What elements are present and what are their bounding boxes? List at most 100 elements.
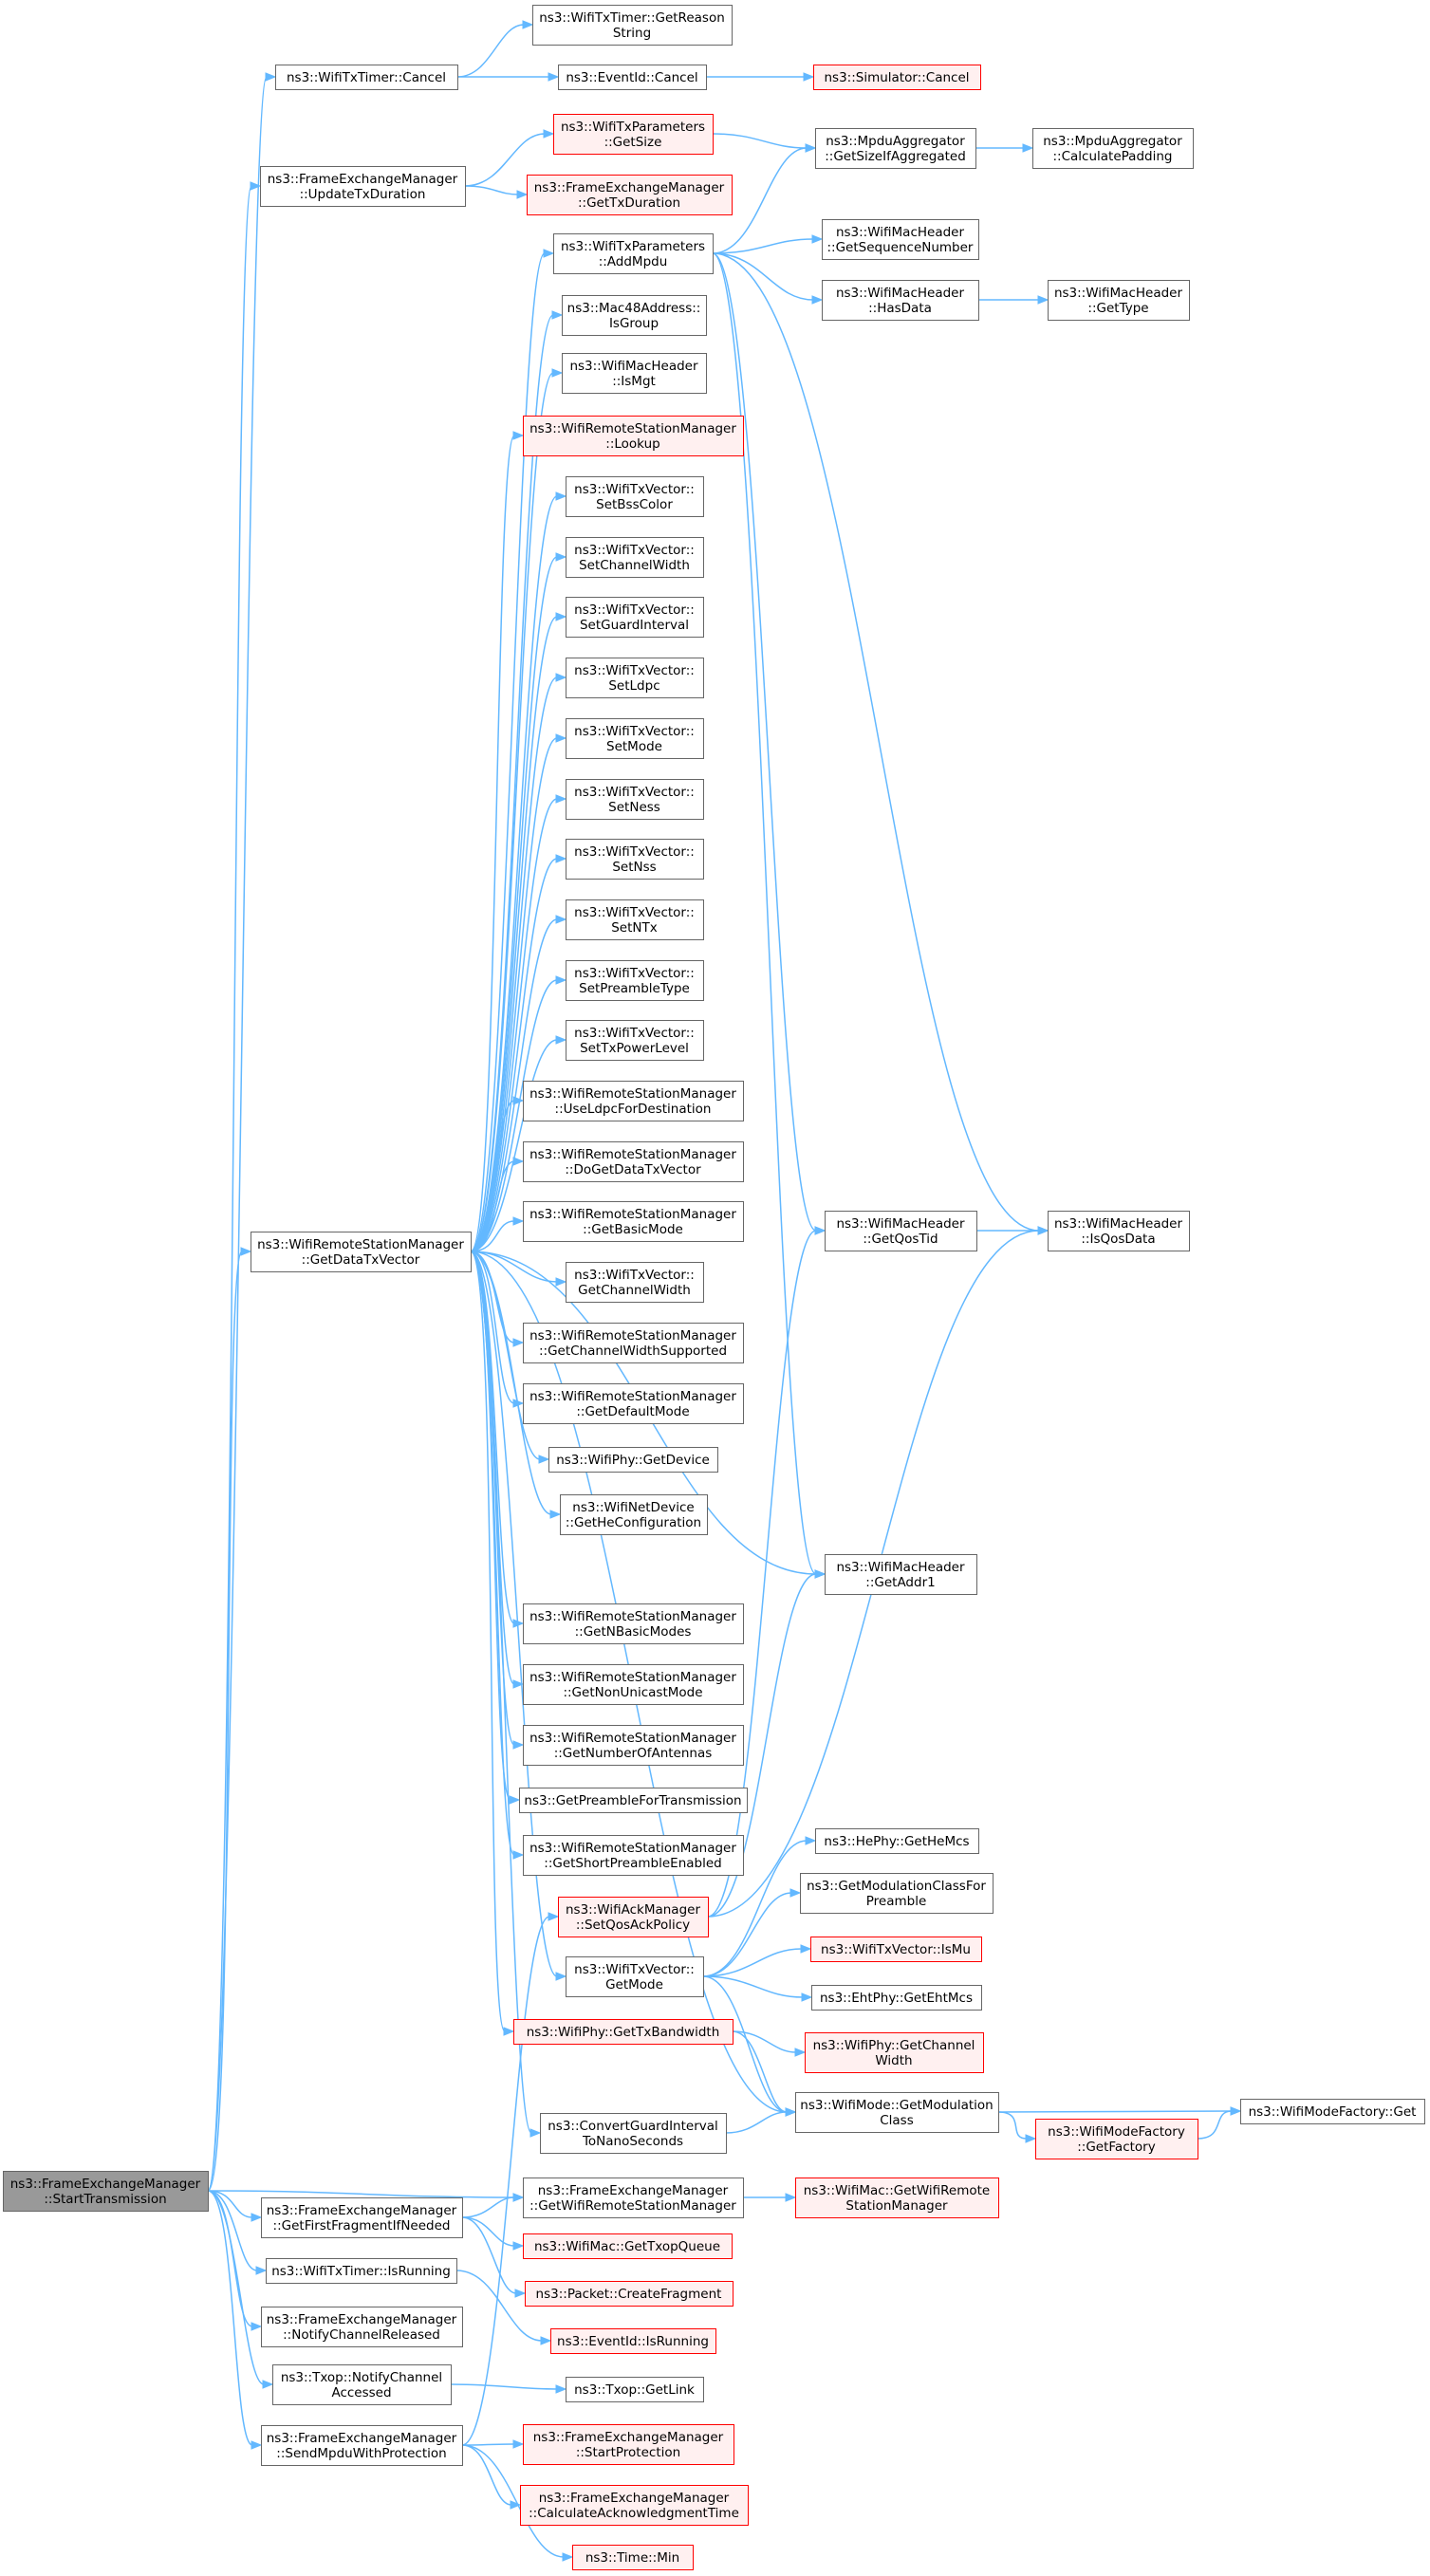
arrowhead-getDataTxVector-to-setNTx — [555, 915, 567, 924]
edge-txVectorGetMode-to-isMu — [702, 1948, 803, 1977]
node-getNBasicModes[interactable]: ns3::WifiRemoteStationManager::GetNBasic… — [523, 1603, 744, 1644]
node-getFactory[interactable]: ns3::WifiModeFactory::GetFactory — [1035, 2119, 1198, 2159]
node-getDefaultMode[interactable]: ns3::WifiRemoteStationManager::GetDefaul… — [523, 1383, 744, 1424]
node-setQosAckPolicy[interactable]: ns3::WifiAckManager::SetQosAckPolicy — [558, 1897, 709, 1937]
node-phyGetChannelWidth[interactable]: ns3::WifiPhy::GetChannelWidth — [805, 2032, 984, 2073]
node-getFirstFragment[interactable]: ns3::FrameExchangeManager::GetFirstFragm… — [261, 2197, 463, 2238]
node-setGuardInterval[interactable]: ns3::WifiTxVector::SetGuardInterval — [566, 597, 704, 638]
node-macGetWifiRsm[interactable]: ns3::WifiMac::GetWifiRemoteStationManage… — [795, 2178, 999, 2218]
node-eventIdIsRunning[interactable]: ns3::EventId::IsRunning — [550, 2328, 716, 2354]
node-label-getChannelWidth-line-1: GetChannelWidth — [578, 1283, 691, 1298]
node-box-getType — [1048, 280, 1190, 321]
arrowhead-txVectorGetMode-to-getEhtMcs — [801, 1992, 813, 2002]
node-box-setGuardInterval — [566, 597, 704, 638]
node-createFragment[interactable]: ns3::Packet::CreateFragment — [525, 2281, 734, 2307]
node-label-macGetWifiRsm-line-1: StationManager — [845, 2198, 948, 2214]
node-getDataTxVector[interactable]: ns3::WifiRemoteStationManager::GetDataTx… — [251, 1232, 472, 1272]
node-modeFactoryGet[interactable]: ns3::WifiModeFactory::Get — [1240, 2099, 1425, 2124]
arrowhead-sendMpduWithProt-to-startProtection — [512, 2439, 525, 2449]
node-getType[interactable]: ns3::WifiMacHeader::GetType — [1048, 280, 1190, 321]
node-isGroup[interactable]: ns3::Mac48Address::IsGroup — [562, 295, 707, 336]
node-label-getShortPreamble-line-1: ::GetShortPreambleEnabled — [544, 1856, 721, 1871]
node-label-getFactory-line-1: ::GetFactory — [1077, 2140, 1155, 2155]
node-isQosData[interactable]: ns3::WifiMacHeader::IsQosData — [1048, 1211, 1190, 1251]
node-isMu[interactable]: ns3::WifiTxVector::IsMu — [810, 1937, 982, 1962]
node-getBasicMode[interactable]: ns3::WifiRemoteStationManager::GetBasicM… — [523, 1201, 744, 1242]
node-box-getShortPreamble — [523, 1835, 744, 1876]
node-notifyChReleased[interactable]: ns3::FrameExchangeManager::NotifyChannel… — [261, 2307, 463, 2347]
node-getShortPreamble[interactable]: ns3::WifiRemoteStationManager::GetShortP… — [523, 1835, 744, 1876]
node-setPreambleType[interactable]: ns3::WifiTxVector::SetPreambleType — [566, 960, 704, 1001]
node-simulatorCancel[interactable]: ns3::Simulator::Cancel — [813, 65, 981, 90]
node-label-sendMpduWithProt-line-0: ns3::FrameExchangeManager — [267, 2431, 457, 2446]
edge-addMpdu-to-isQosData — [712, 252, 1040, 1232]
node-getSizeIfAgg[interactable]: ns3::MpduAggregator::GetSizeIfAggregated — [815, 128, 976, 169]
node-box-setMode — [566, 718, 704, 759]
edge-setQosAckPolicy-to-getAddr1 — [707, 1573, 817, 1918]
node-getNumAntennas[interactable]: ns3::WifiRemoteStationManager::GetNumber… — [523, 1725, 744, 1766]
node-setLdpc[interactable]: ns3::WifiTxVector::SetLdpc — [566, 658, 704, 698]
node-box-addMpdu — [553, 233, 714, 274]
node-box-setPreambleType — [566, 960, 704, 1001]
node-txTimerCancel[interactable]: ns3::WifiTxTimer::Cancel — [275, 65, 458, 90]
node-root[interactable]: ns3::FrameExchangeManager::StartTransmis… — [3, 2171, 209, 2212]
node-isMgt[interactable]: ns3::WifiMacHeader::IsMgt — [562, 353, 707, 394]
node-getWifiRsm[interactable]: ns3::FrameExchangeManager::GetWifiRemote… — [523, 2178, 744, 2218]
node-setChannelWidth[interactable]: ns3::WifiTxVector::SetChannelWidth — [566, 537, 704, 578]
node-eventIdCancel[interactable]: ns3::EventId::Cancel — [558, 65, 707, 90]
node-hePhyGetHeMcs[interactable]: ns3::HePhy::GetHeMcs — [815, 1828, 979, 1854]
node-updateTxDuration[interactable]: ns3::FrameExchangeManager::UpdateTxDurat… — [260, 166, 466, 207]
node-box-getModClassForPreamble — [800, 1873, 994, 1914]
node-sendMpduWithProt[interactable]: ns3::FrameExchangeManager::SendMpduWithP… — [261, 2425, 463, 2466]
node-getTxBandwidth[interactable]: ns3::WifiPhy::GetTxBandwidth — [513, 2019, 734, 2045]
node-setNTx[interactable]: ns3::WifiTxVector::SetNTx — [566, 899, 704, 940]
node-getTxDuration[interactable]: ns3::FrameExchangeManager::GetTxDuration — [527, 175, 733, 215]
node-getQosTid[interactable]: ns3::WifiMacHeader::GetQosTid — [825, 1211, 977, 1251]
arrowhead-root-to-sendMpduWithProt — [251, 2440, 263, 2450]
node-setNess[interactable]: ns3::WifiTxVector::SetNess — [566, 779, 704, 820]
arrowhead-getDataTxVector-to-getTxBandwidth — [503, 2027, 515, 2036]
node-startProtection[interactable]: ns3::FrameExchangeManager::StartProtecti… — [523, 2424, 734, 2465]
node-calcPadding[interactable]: ns3::MpduAggregator::CalculatePadding — [1032, 128, 1194, 169]
node-addMpdu[interactable]: ns3::WifiTxParameters::AddMpdu — [553, 233, 714, 274]
node-getChannelWidth[interactable]: ns3::WifiTxVector::GetChannelWidth — [566, 1262, 704, 1303]
node-label-setNess-line-0: ns3::WifiTxVector:: — [574, 785, 695, 800]
arrowhead-getDataTxVector-to-getShortPreamble — [512, 1850, 525, 1860]
node-getChWidthSupported[interactable]: ns3::WifiRemoteStationManager::GetChanne… — [523, 1323, 744, 1363]
node-txopGetLink[interactable]: ns3::Txop::GetLink — [566, 2377, 704, 2402]
node-getModulationClass[interactable]: ns3::WifiMode::GetModulationClass — [795, 2092, 999, 2133]
node-setNss[interactable]: ns3::WifiTxVector::SetNss — [566, 839, 704, 880]
node-hasData[interactable]: ns3::WifiMacHeader::HasData — [822, 280, 979, 321]
arrowhead-eventIdCancel-to-simulatorCancel — [803, 72, 815, 82]
node-timeMin[interactable]: ns3::Time::Min — [572, 2545, 694, 2570]
node-useLdpc[interactable]: ns3::WifiRemoteStationManager::UseLdpcFo… — [523, 1081, 744, 1121]
node-doGetDataTxVector[interactable]: ns3::WifiRemoteStationManager::DoGetData… — [523, 1141, 744, 1182]
node-calcAckTime[interactable]: ns3::FrameExchangeManager::CalculateAckn… — [520, 2485, 749, 2526]
node-setTxPowerLevel[interactable]: ns3::WifiTxVector::SetTxPowerLevel — [566, 1020, 704, 1061]
node-getTxopQueue[interactable]: ns3::WifiMac::GetTxopQueue — [523, 2233, 733, 2259]
node-label-getDefaultMode-line-1: ::GetDefaultMode — [576, 1404, 689, 1419]
arrowhead-getDataTxVector-to-isGroup — [551, 310, 564, 320]
node-getEhtMcs[interactable]: ns3::EhtPhy::GetEhtMcs — [811, 1985, 982, 2011]
node-getAddr1[interactable]: ns3::WifiMacHeader::GetAddr1 — [825, 1554, 977, 1595]
arrowhead-txVectorGetMode-to-getModClassForPreamble — [789, 1888, 802, 1898]
node-setBssColor[interactable]: ns3::WifiTxVector::SetBssColor — [566, 476, 704, 517]
node-paramsGetSize[interactable]: ns3::WifiTxParameters::GetSize — [553, 114, 714, 155]
node-phyGetDevice[interactable]: ns3::WifiPhy::GetDevice — [548, 1447, 718, 1473]
node-txTimerIsRunning[interactable]: ns3::WifiTxTimer::IsRunning — [266, 2258, 457, 2284]
node-box-getTxDuration — [527, 175, 733, 215]
node-getPreambleForTx[interactable]: ns3::GetPreambleForTransmission — [519, 1788, 748, 1813]
node-getHeConfig[interactable]: ns3::WifiNetDevice::GetHeConfiguration — [560, 1494, 708, 1535]
arrowhead-root-to-txTimerIsRunning — [255, 2266, 268, 2275]
node-setMode[interactable]: ns3::WifiTxVector::SetMode — [566, 718, 704, 759]
node-box-macGetWifiRsm — [795, 2178, 999, 2218]
node-lookup[interactable]: ns3::WifiRemoteStationManager::Lookup — [523, 416, 744, 456]
node-getNonUnicastMode[interactable]: ns3::WifiRemoteStationManager::GetNonUni… — [523, 1664, 744, 1705]
node-txVectorGetMode[interactable]: ns3::WifiTxVector::GetMode — [566, 1956, 704, 1997]
node-getSeqNum[interactable]: ns3::WifiMacHeader::GetSequenceNumber — [822, 219, 979, 260]
